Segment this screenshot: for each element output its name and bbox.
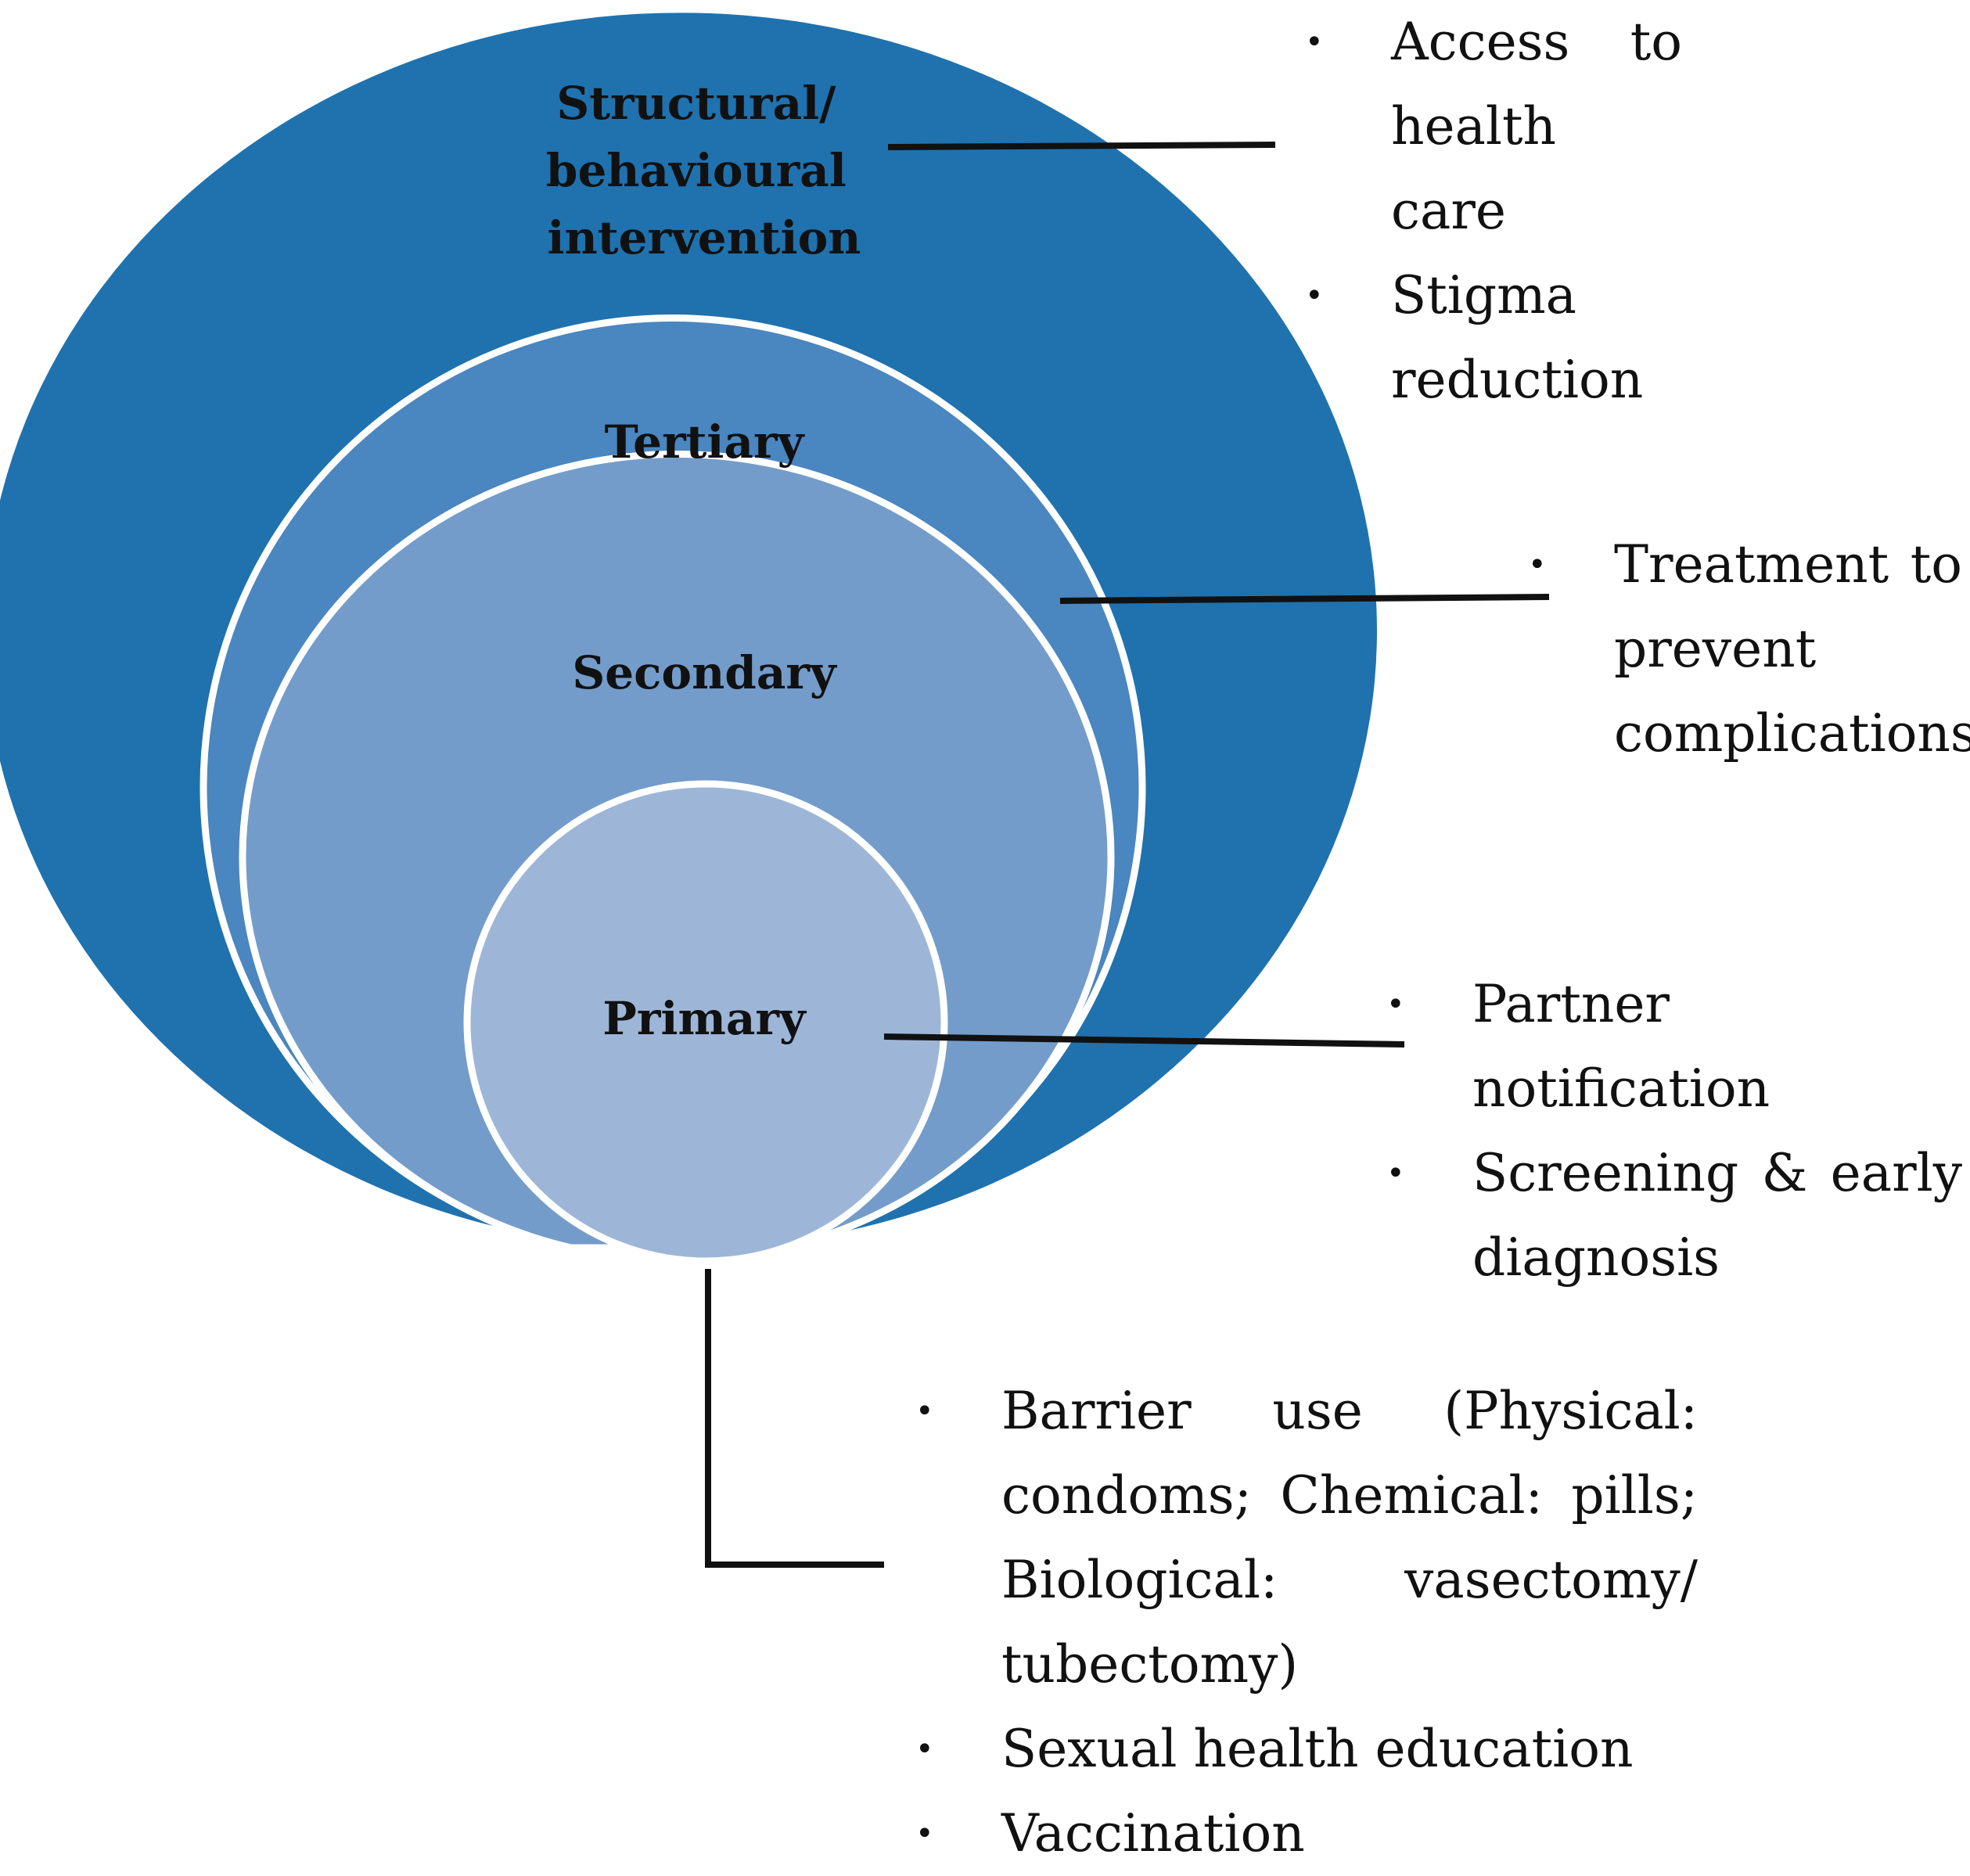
connectors (705, 142, 1550, 1568)
note-sexual-health-education: Sexual health education (915, 1707, 1698, 1792)
tertiary-label: Tertiary (605, 415, 806, 469)
secondary-notes: Partner notification Screening & early d… (1386, 962, 1962, 1300)
tertiary-notes: Treatment to prevent complications (1528, 523, 1970, 776)
note-access-health-care: Access to health care (1305, 0, 1682, 253)
structural-label: Structural/ behavioural intervention (546, 77, 862, 264)
primary-notes: Barrier use (Physical: condoms; Chemical… (915, 1369, 1698, 1876)
note-screening-early-diagnosis: Screening & early diagnosis (1386, 1131, 1962, 1300)
note-partner-notification: Partner notification (1386, 962, 1962, 1131)
connector-secondary (883, 1033, 1405, 1048)
connector-tertiary (1059, 594, 1550, 604)
note-barrier-use: Barrier use (Physical: condoms; Chemical… (915, 1369, 1698, 1707)
secondary-label: Secondary (572, 646, 838, 699)
note-stigma-reduction: Stigma reduction (1305, 253, 1682, 422)
note-treatment-prevent-complications: Treatment to prevent complications (1528, 523, 1970, 776)
ring-primary (463, 780, 948, 1265)
connector-primary (705, 1269, 884, 1568)
connector-structural (887, 142, 1276, 150)
note-vaccination: Vaccination (915, 1792, 1698, 1876)
structural-notes: Access to health care Stigma reduction (1305, 0, 1682, 422)
primary-label: Primary (602, 992, 807, 1045)
